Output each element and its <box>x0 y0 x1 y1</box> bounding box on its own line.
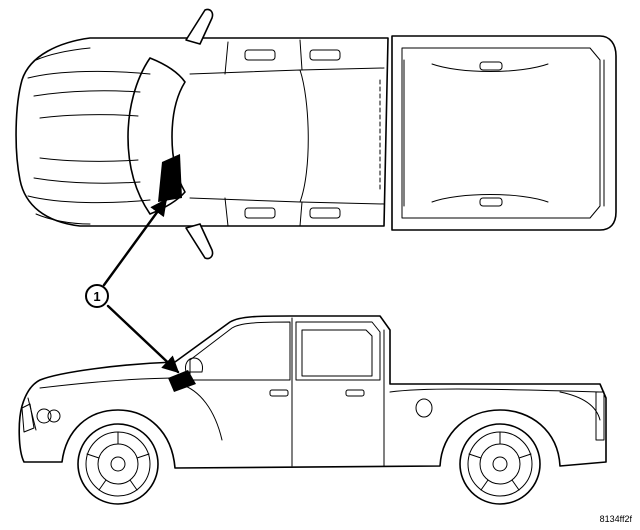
figure-id: 8134ff2f <box>600 514 633 524</box>
truck-top-view <box>15 8 617 260</box>
front-wheel <box>77 423 159 505</box>
truck-side-view <box>18 315 607 505</box>
label-location-top <box>158 154 182 202</box>
callout-circle <box>85 284 109 308</box>
rear-wheel <box>459 423 541 505</box>
label-location-side <box>168 370 196 392</box>
callout-1: 1 <box>85 198 180 374</box>
callout-number: 1 <box>93 289 100 304</box>
